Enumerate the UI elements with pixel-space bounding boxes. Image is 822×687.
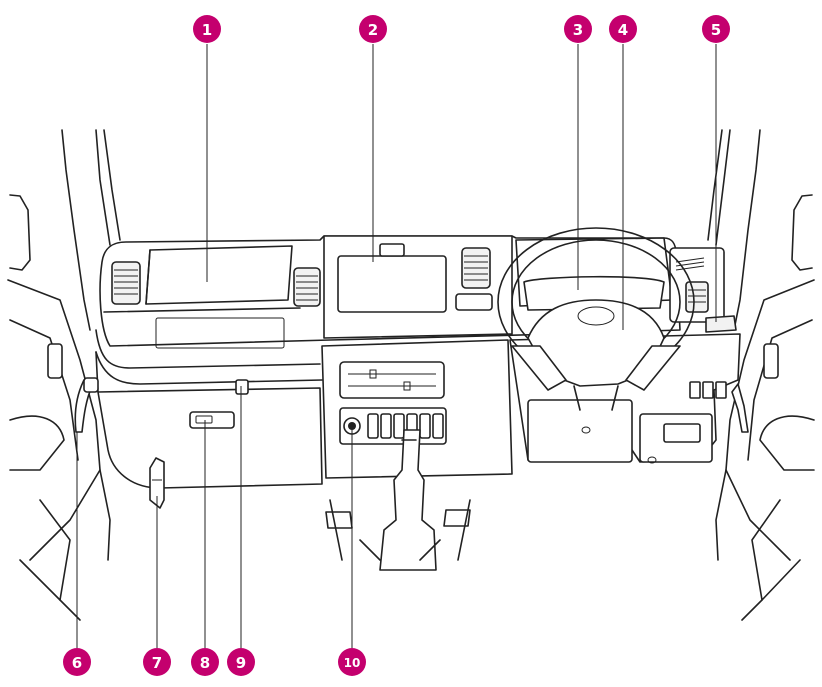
callout-badges: 1 2 3 4 5 6 7 8 bbox=[63, 15, 730, 676]
center-left-vent bbox=[293, 267, 321, 307]
left-side-lever bbox=[74, 377, 99, 433]
callout-4: 4 bbox=[609, 15, 637, 43]
center-display bbox=[337, 255, 447, 313]
upper-storage-tray bbox=[145, 245, 293, 305]
left-vent bbox=[111, 261, 141, 305]
glove-box-lock bbox=[235, 379, 249, 395]
svg-text:10: 10 bbox=[344, 656, 361, 670]
svg-text:8: 8 bbox=[200, 654, 210, 672]
svg-text:9: 9 bbox=[236, 654, 246, 672]
callout-2: 2 bbox=[359, 15, 387, 43]
center-panel bbox=[323, 235, 513, 339]
leader-lines bbox=[76, 44, 717, 648]
svg-text:2: 2 bbox=[368, 21, 378, 39]
svg-text:1: 1 bbox=[202, 21, 212, 39]
callout-9: 9 bbox=[227, 648, 255, 676]
right-door bbox=[707, 129, 815, 621]
callout-3: 3 bbox=[564, 15, 592, 43]
svg-text:6: 6 bbox=[72, 654, 82, 672]
glove-box-area bbox=[95, 351, 323, 509]
steering-wheel bbox=[497, 227, 695, 411]
left-door-switch bbox=[47, 343, 63, 379]
svg-text:7: 7 bbox=[152, 654, 162, 672]
steering-hub bbox=[527, 299, 665, 387]
audio-unit bbox=[339, 361, 445, 399]
svg-text:5: 5 bbox=[711, 21, 721, 39]
column-cover bbox=[527, 399, 633, 463]
center-console bbox=[321, 339, 513, 479]
callout-8: 8 bbox=[191, 648, 219, 676]
left-door bbox=[7, 129, 121, 621]
meter-cluster bbox=[523, 275, 665, 311]
hood-release-lever bbox=[149, 457, 165, 509]
shift-lever bbox=[325, 429, 471, 571]
callout-1: 1 bbox=[193, 15, 221, 43]
callout-7: 7 bbox=[143, 648, 171, 676]
svg-text:4: 4 bbox=[618, 21, 628, 39]
callout-10: 10 bbox=[338, 648, 366, 676]
svg-text:3: 3 bbox=[573, 21, 583, 39]
headlamp-switch bbox=[705, 315, 737, 333]
hazard-switch bbox=[379, 243, 405, 257]
right-door-switch bbox=[763, 343, 779, 379]
callout-6: 6 bbox=[63, 648, 91, 676]
callout-5: 5 bbox=[702, 15, 730, 43]
